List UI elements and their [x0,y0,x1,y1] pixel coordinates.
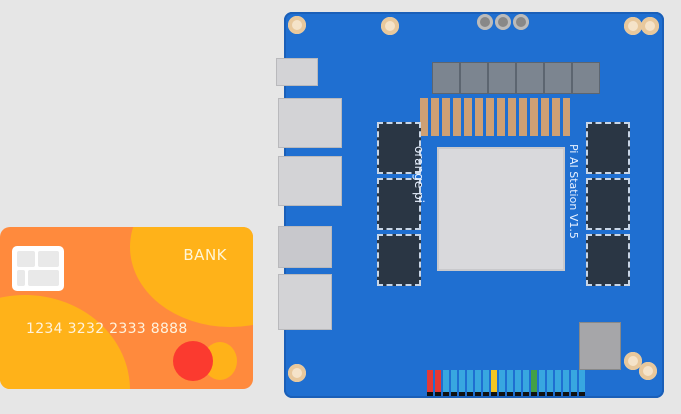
board-brand-silkscreen: orange pi [412,146,426,203]
ram-chip [377,234,421,286]
inductor [572,62,600,94]
card-number: 1234 3232 2333 8888 [26,321,188,337]
inductor [488,62,516,94]
card-decor-circle-top [130,227,253,327]
card-network-logo-red-icon [173,341,213,381]
capacitor-array [420,98,570,136]
ethernet-port-2 [278,98,342,148]
inductor [516,62,544,94]
ram-chip [586,234,630,286]
mounting-hole [624,17,642,35]
ram-chip [586,178,630,230]
ram-chip [377,122,421,174]
card-bank-label: BANK [183,246,227,264]
card-chip-icon [12,246,64,291]
mounting-hole [288,16,306,34]
mounting-hole [641,17,659,35]
credit-card: BANK 1234 3232 2333 8888 [0,227,253,389]
ram-chip [586,122,630,174]
mounting-hole [381,17,399,35]
usb3-port [278,226,332,268]
mounting-hole [288,364,306,382]
capacitor [477,14,493,30]
board-model-silkscreen: Pi AI Station V1.5 [567,144,580,239]
gpio-header [427,370,585,396]
inductor [432,62,460,94]
capacitor [513,14,529,30]
mounting-hole [639,362,657,380]
mounting-hole [624,352,642,370]
dc-in-port [276,58,318,86]
soc-heatspreader [437,147,565,271]
capacitor [495,14,511,30]
inductor [544,62,572,94]
wifi-module [579,322,621,370]
ram-chip [377,178,421,230]
ethernet-port-3 [278,274,332,330]
card-decor-circle-bottom [0,295,130,389]
circuit-board: orange pi Pi AI Station V1.5 [276,12,664,398]
inductor [460,62,488,94]
ethernet-port-1 [278,156,342,206]
